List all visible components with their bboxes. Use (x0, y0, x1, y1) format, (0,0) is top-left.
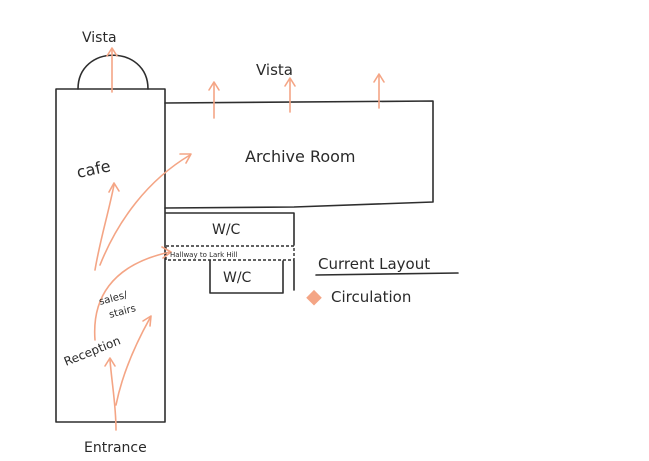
flow-to-cafe-head (108, 182, 120, 193)
flow-to-cafe (94, 184, 115, 271)
flow-to-archive (99, 154, 191, 266)
label-stairs: stairs (108, 303, 137, 321)
flow-entrance-stairs-head (142, 315, 152, 327)
left-wing-wall (55, 88, 166, 423)
wc-upper-wall (165, 212, 295, 246)
label-wc-upper: W/C (212, 222, 241, 238)
label-wc-lower: W/C (223, 270, 252, 286)
legend-title-underline (315, 272, 459, 276)
flow-vista-top-head (106, 47, 118, 57)
label-vista-top: Vista (82, 30, 117, 46)
legend-circulation-swatch (306, 289, 322, 306)
label-archive-room: Archive Room (245, 147, 356, 166)
flow-to-hallway (93, 251, 171, 341)
circulation-arrows (93, 47, 385, 431)
flow-entrance-up-head (104, 357, 116, 367)
legend-title: Current Layout (318, 255, 430, 273)
room-labels: Vista Vista Archive Room cafe W/C Hallwa… (62, 30, 356, 456)
wc-lower-wall (209, 260, 284, 294)
flow-vista-right-1-head (208, 81, 220, 91)
archive-room-wall (164, 100, 434, 209)
flow-vista-right-2-head (284, 77, 296, 87)
walls (55, 54, 434, 423)
flow-to-archive-head (179, 153, 192, 164)
vista-dome-wall (77, 54, 149, 90)
flow-vista-right-3-head (373, 73, 385, 83)
label-cafe: cafe (75, 156, 112, 182)
label-vista-right: Vista (256, 61, 293, 79)
flow-entrance-stairs (115, 317, 151, 406)
legend: Current Layout Circulation (306, 255, 459, 306)
flow-entrance-up (109, 359, 117, 431)
legend-circulation-label: Circulation (331, 288, 411, 306)
flow-to-hallway-head (161, 246, 172, 259)
label-hallway: Hallway to Lark Hill (170, 251, 238, 259)
label-entrance: Entrance (84, 440, 147, 456)
